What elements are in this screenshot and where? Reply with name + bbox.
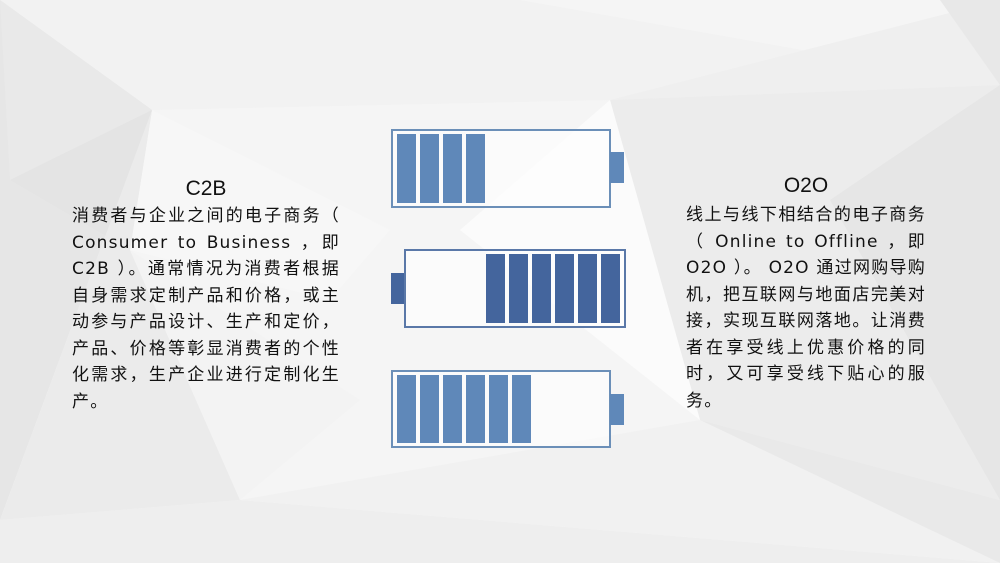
c2b-title: C2B: [185, 177, 227, 200]
battery-cell: [443, 375, 462, 443]
battery-cell: [486, 254, 505, 323]
battery-cell: [420, 134, 439, 203]
battery-terminal: [610, 152, 624, 183]
o2o-description: 线上与线下相结合的电子商务（ Online to Offline ，即 O2O …: [686, 205, 926, 411]
battery-shell: [404, 249, 626, 328]
battery-shell: [391, 370, 611, 448]
battery-cell: [532, 254, 551, 323]
battery-terminal: [610, 394, 624, 425]
o2o-title: O2O: [783, 174, 829, 197]
battery-top-icon: [391, 129, 625, 208]
battery-cell: [466, 134, 485, 203]
battery-cell: [420, 375, 439, 443]
battery-cell: [443, 134, 462, 203]
battery-cell: [601, 254, 620, 323]
battery-cell: [509, 254, 528, 323]
battery-cell: [578, 254, 597, 323]
battery-cell: [466, 375, 485, 443]
battery-cell: [555, 254, 574, 323]
c2b-description: 消费者与企业之间的电子商务（ Consumer to Business ，即 C…: [72, 206, 340, 412]
battery-bottom-icon: [391, 370, 625, 448]
battery-terminal: [391, 273, 405, 304]
battery-cell: [397, 375, 416, 443]
battery-cell: [397, 134, 416, 203]
battery-shell: [391, 129, 611, 208]
battery-middle-icon: [391, 249, 626, 328]
battery-cell: [512, 375, 531, 443]
battery-cell: [489, 375, 508, 443]
